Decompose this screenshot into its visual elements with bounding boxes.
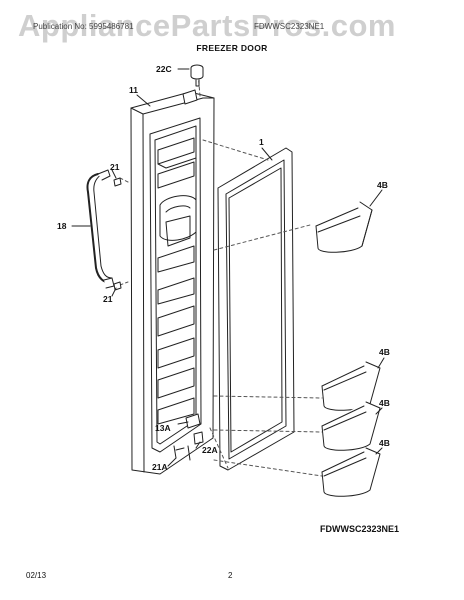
footer-date: 02/13 <box>26 571 47 580</box>
callout-1: 1 <box>259 137 264 147</box>
publication-label: Publication No: 5995486781 <box>33 22 134 31</box>
bushing-22a <box>193 431 204 445</box>
callout-4b-2: 4B <box>379 347 390 357</box>
callout-11: 11 <box>129 85 138 95</box>
callout-21-bottom: 21 <box>103 294 113 304</box>
leader-lines <box>71 68 385 467</box>
callout-22a: 22A <box>202 445 218 455</box>
handle-screw-top <box>113 177 122 187</box>
callout-21a: 21A <box>152 462 168 472</box>
lower-hinge-13a <box>185 413 201 429</box>
callout-4b-3: 4B <box>379 398 390 408</box>
callout-13a: 13A <box>155 423 171 433</box>
door-handle <box>86 169 115 289</box>
door-bin-1 <box>315 201 373 253</box>
door-bin-4 <box>321 447 381 497</box>
callout-4b-4: 4B <box>379 438 390 448</box>
watermark: AppliancePartsPros.com <box>18 8 396 43</box>
door-bin-2 <box>321 361 381 411</box>
page-number: 2 <box>228 571 233 580</box>
screws-21a <box>173 445 191 461</box>
door-liner-shelves <box>157 137 197 425</box>
callout-18: 18 <box>57 221 67 231</box>
projection-lines <box>119 71 323 477</box>
callout-4b-1: 4B <box>377 180 388 190</box>
callout-21-top: 21 <box>110 162 120 172</box>
callout-22c: 22C <box>156 64 172 74</box>
diagram-title: FREEZER DOOR <box>196 43 268 53</box>
door-gasket <box>217 147 295 471</box>
cap-22c <box>190 64 204 87</box>
header-model-label: FDWWSC2323NE1 <box>254 22 325 31</box>
door-bin-3 <box>321 401 381 451</box>
freezer-door-outer <box>130 89 215 475</box>
model-code: FDWWSC2323NE1 <box>320 524 400 534</box>
